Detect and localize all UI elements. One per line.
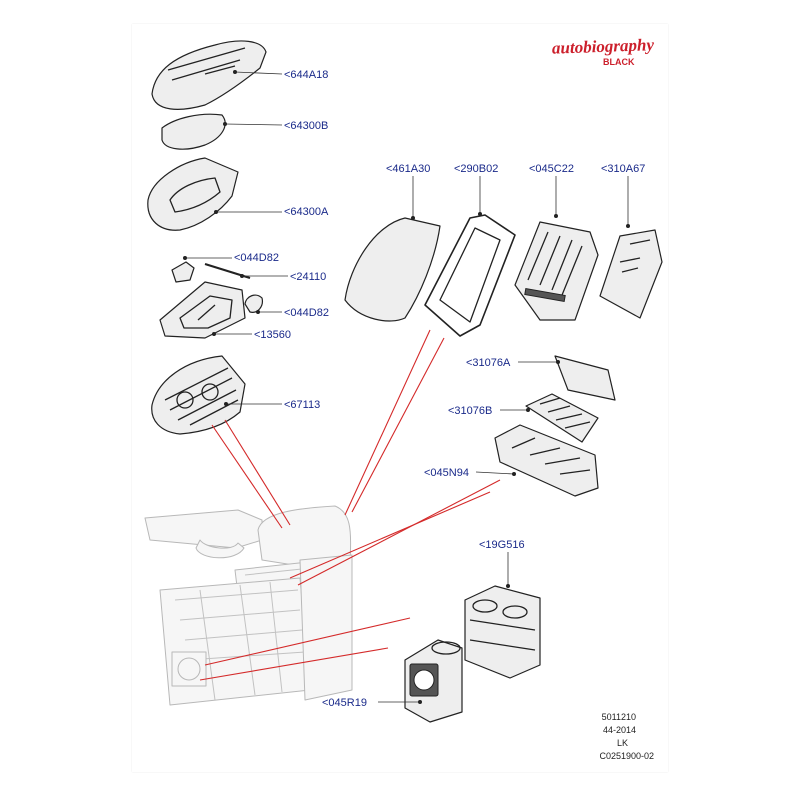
callout-290B02: <290B02 [454,163,498,175]
part-045N94-tray-insert [494,424,599,497]
callout-19G516: <19G516 [479,539,525,551]
part-64300A-liner [147,157,239,231]
part-64300B-pad [161,113,226,150]
part-644A18-armrest-lid [151,40,267,110]
assembly-pointer-lines [199,329,501,681]
callout-64300A: <64300A [284,206,329,218]
part-290B02-seal-frame [424,214,516,337]
part-044D82-clip-lower [244,294,263,313]
assembled-console-ghost [144,505,353,706]
part-461A30-side-panel [344,217,441,322]
brand-sub-text: BLACK [603,57,635,67]
part-045C22-control-module [514,221,599,321]
part-67113-lower-frame [151,355,246,435]
callout-24110: <24110 [290,271,326,283]
brand-logo-text: autobiography [552,35,655,58]
callout-67113: <67113 [284,399,320,411]
callout-461A30: <461A30 [386,163,430,175]
reference-line-2: 44-2014 [603,725,636,735]
callout-045C22: <045C22 [529,163,574,175]
part-13560-tray-bezel [159,281,246,339]
callout-64300B: <64300B [284,120,328,132]
callout-045R19: <045R19 [322,697,367,709]
callout-31076A: <31076A [466,357,511,369]
callout-labels: <644A18 <64300B <64300A <044D82 <24110 <… [234,69,645,709]
part-31076A-mat [554,355,616,401]
part-045R19-fan-duct [404,639,463,723]
callout-044D82-upper: <044D82 [234,252,279,264]
leader-lines [183,70,630,704]
part-044D82-clip-upper [171,261,195,283]
callout-310A67: <310A67 [601,163,645,175]
callout-044D82-lower: <044D82 [284,307,329,319]
part-31076B-grid-mat [525,393,599,443]
part-19G516-cupholder-housing [464,585,541,679]
reference-line-4: C0251900-02 [599,751,654,761]
callout-045N94: <045N94 [424,467,469,479]
part-310A67-bracket [599,229,663,319]
reference-line-1: 5011210 [602,712,636,722]
callout-644A18: <644A18 [284,69,328,81]
reference-line-3: LK [617,738,628,748]
callout-13560: <13560 [254,329,291,341]
callout-31076B: <31076B [448,405,492,417]
reference-block: 5011210 44-2014 LK C0251900-02 [599,712,654,761]
